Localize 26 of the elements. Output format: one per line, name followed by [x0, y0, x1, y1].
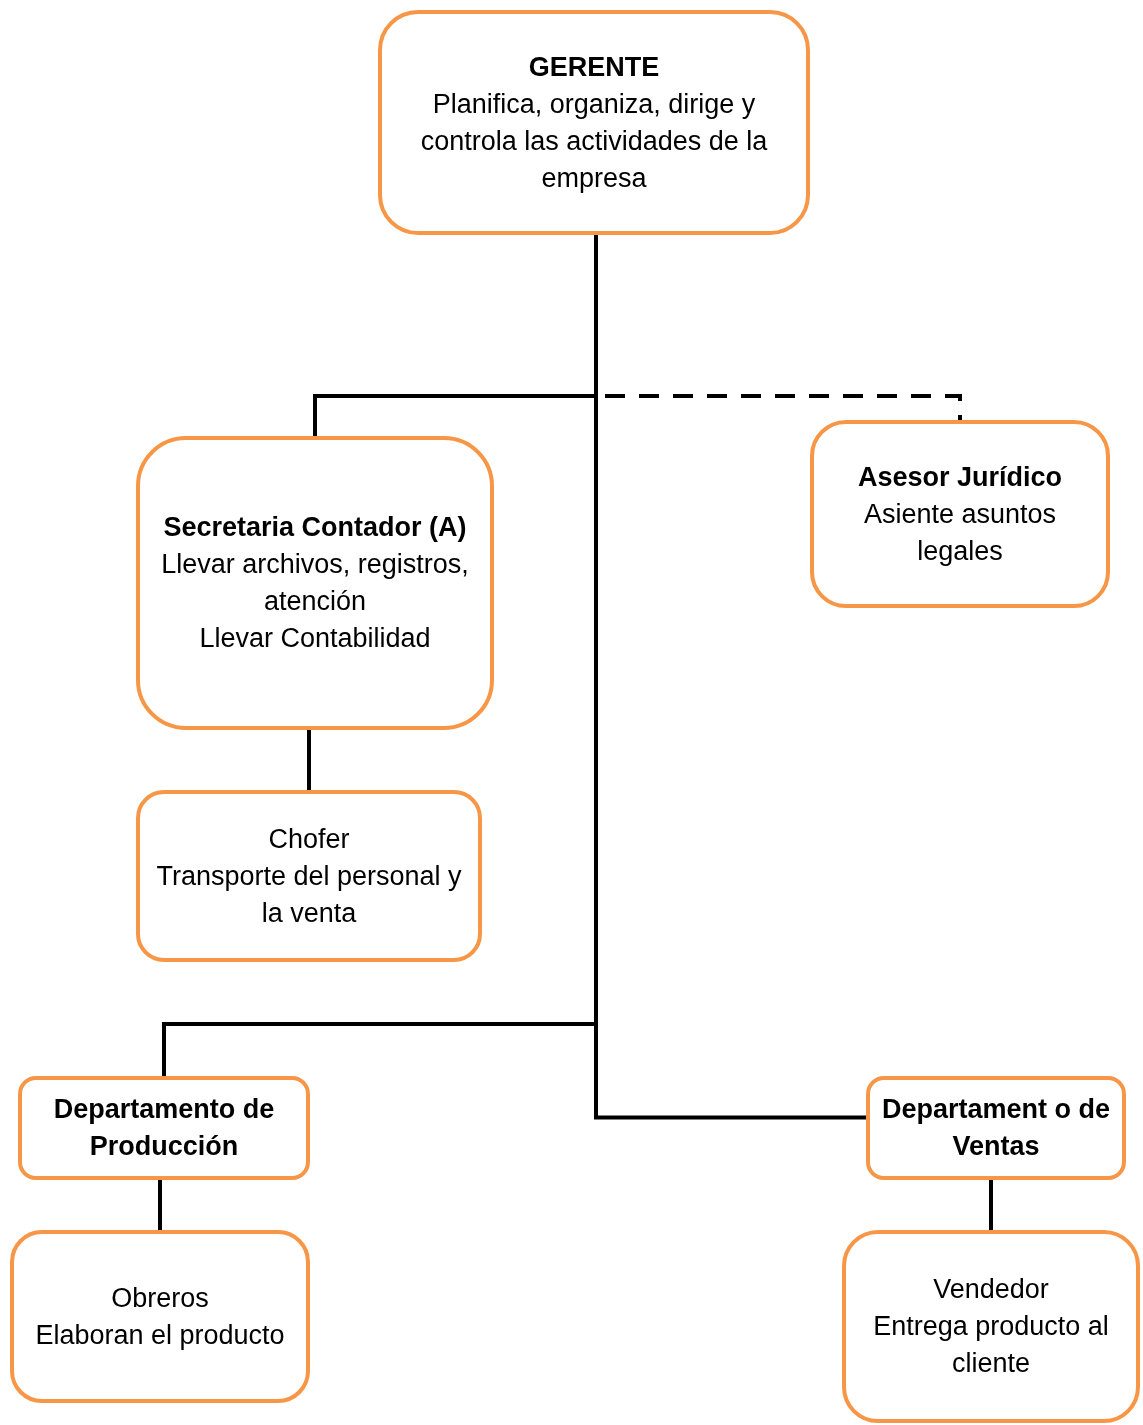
role-description: Llevar archivos, registros, atención: [160, 548, 470, 618]
org-box: [866, 1076, 1126, 1180]
org-box: [378, 10, 810, 235]
role-description: Chofer: [268, 822, 350, 856]
role-title: Asesor Jurídico: [857, 460, 1063, 494]
role-description: Llevar Contabilidad: [199, 622, 431, 655]
role-description: Transporte del personal y la venta: [155, 859, 463, 930]
role-description: Entrega producto al cliente: [872, 1310, 1110, 1380]
role-description: Planifica, organiza, dirige y controla las actividades de la empresa: [419, 87, 769, 195]
connector: [158, 1180, 162, 1230]
org-box: [136, 436, 494, 730]
role-title: GERENTE: [528, 50, 660, 84]
org-box: [136, 790, 482, 962]
role-title: Secretaria Contador (A): [163, 511, 467, 544]
org-box: [18, 1076, 310, 1180]
org-box: [842, 1230, 1140, 1423]
role-title: Departamento de Producción: [52, 1093, 276, 1163]
org-box: [810, 420, 1110, 608]
org-box: [10, 1230, 310, 1403]
role-description: Obreros: [111, 1281, 209, 1315]
connector: [989, 1180, 993, 1230]
connector: [307, 730, 311, 790]
role-description: Elaboran el producto: [35, 1318, 285, 1352]
role-title: Departament o de Ventas: [880, 1093, 1112, 1163]
role-description: Asiente asuntos legales: [862, 497, 1058, 568]
role-description: Vendedor: [933, 1273, 1049, 1306]
